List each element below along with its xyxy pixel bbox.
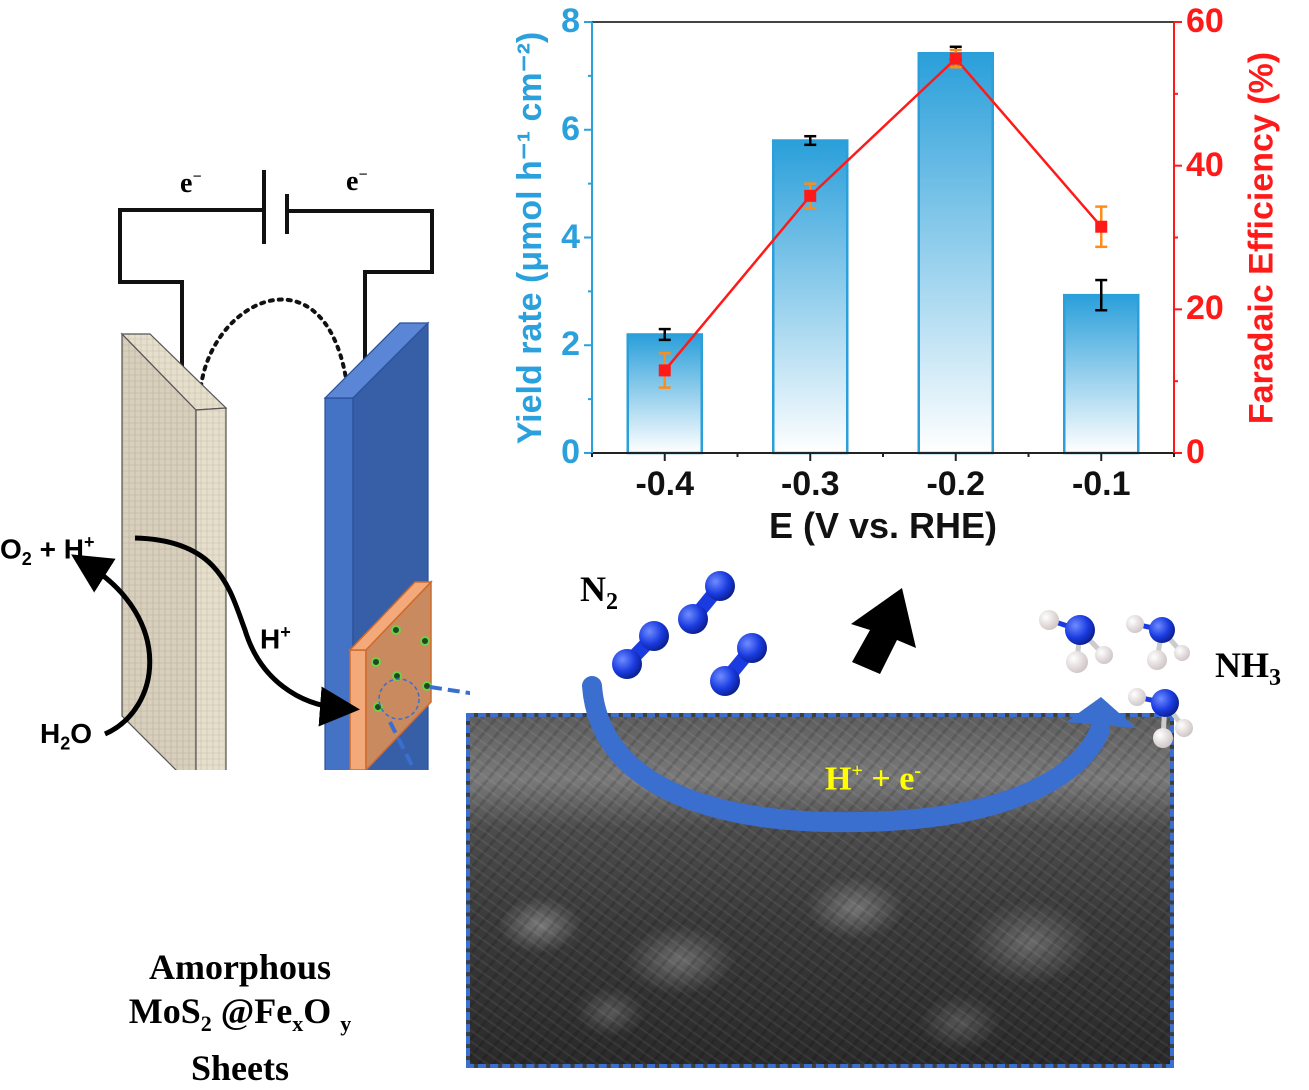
x-tick-label: -0.2 xyxy=(926,465,986,503)
x-tick-label: -0.4 xyxy=(635,465,695,503)
nh3-label: NH3 xyxy=(1215,645,1281,692)
zoom-line-top xyxy=(429,685,470,696)
yield-bar xyxy=(1063,293,1140,455)
zoom-line-bottom xyxy=(388,721,417,770)
sem-micrograph xyxy=(466,713,1174,1068)
material-caption: Amorphous MoS2 @FexO y Sheets xyxy=(80,945,400,1090)
electron-label-right: e− xyxy=(346,166,368,197)
electron-label-left: e− xyxy=(180,168,202,199)
chart xyxy=(584,21,1182,461)
material-line-3: Sheets xyxy=(191,1048,289,1089)
h2o-label: H2O xyxy=(40,718,93,754)
yield-error-bar xyxy=(1095,278,1108,312)
cathode-front xyxy=(324,397,354,770)
y2-tick-label: 0 xyxy=(1186,433,1205,471)
y-tick-label: 0 xyxy=(561,433,580,471)
y2-tick-label: 40 xyxy=(1186,145,1224,184)
material-line-2: MoS2 @FexO y xyxy=(128,991,352,1037)
active-site-dots xyxy=(371,625,432,712)
x-tick-label: -0.3 xyxy=(780,465,840,503)
membrane-dotted-arc xyxy=(198,297,350,398)
y-tick-label: 8 xyxy=(561,2,580,40)
nh3-molecule xyxy=(1039,610,1113,673)
fe-line xyxy=(663,56,1103,372)
proton-transfer-arrow xyxy=(134,535,360,727)
yield-bar xyxy=(917,51,994,455)
y2-tick-label: 60 xyxy=(1186,2,1224,40)
electrolysis-cell-diagram xyxy=(71,170,470,770)
circuit-wire-left xyxy=(118,208,262,380)
sem-texture xyxy=(470,717,1170,1064)
y-tick-label: 4 xyxy=(561,217,580,256)
fe-point xyxy=(658,364,671,377)
n2-molecule xyxy=(612,621,669,679)
fe-line-group xyxy=(658,48,1108,389)
anode-side xyxy=(195,407,227,770)
h-plus-e-label: H+ + e- xyxy=(825,760,921,798)
h2o-to-o2-arrow xyxy=(71,554,153,737)
yield-error-bar xyxy=(804,134,817,147)
y-tick-label: 2 xyxy=(561,325,580,364)
n2-label: N2 xyxy=(580,569,618,616)
n2-molecule xyxy=(678,571,735,634)
catalyst-edge xyxy=(349,649,367,770)
y-axis-title: Yield rate (μmol h⁻¹ cm⁻²) xyxy=(511,31,549,445)
y2-axis-title: Faradaic Efficiency (%) xyxy=(1242,51,1281,425)
o2-h-plus-label: O2 + H+ xyxy=(0,532,95,569)
n2-molecule xyxy=(710,633,767,696)
x-tick-label: -0.1 xyxy=(1071,465,1131,503)
circuit-wire-right xyxy=(288,209,434,372)
catalyst-top xyxy=(348,581,433,651)
bar-group xyxy=(626,45,1140,455)
up-arrow xyxy=(851,588,916,674)
yield-error-bar xyxy=(658,327,671,342)
material-line-1: Amorphous xyxy=(148,947,332,987)
fe-point xyxy=(804,189,817,202)
zoom-circle xyxy=(378,678,420,720)
y-tick-label: 6 xyxy=(561,109,580,148)
y2-tick-label: 20 xyxy=(1186,289,1224,328)
nh3-molecule xyxy=(1126,615,1190,670)
fe-point xyxy=(1095,220,1108,233)
x-axis-title: E (V vs. RHE) xyxy=(768,505,998,546)
fe-point xyxy=(949,52,962,65)
h-plus-label: H+ xyxy=(260,622,291,655)
